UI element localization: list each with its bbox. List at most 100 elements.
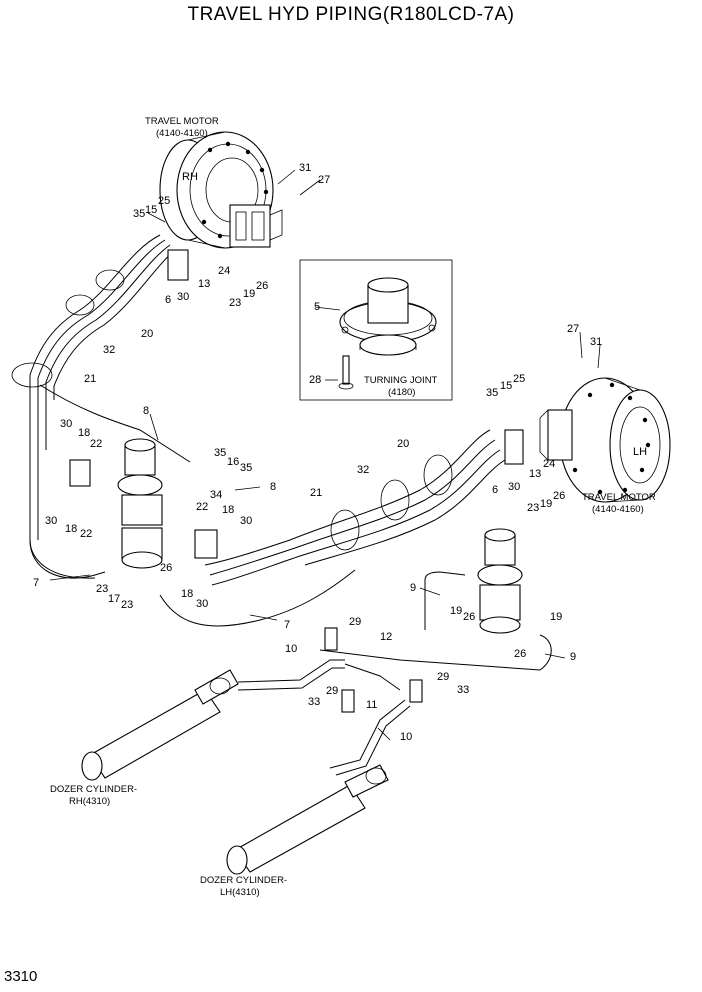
callout-9b: 9 — [570, 651, 576, 663]
callout-6b: 6 — [492, 484, 498, 496]
callout-22: 22 — [90, 438, 102, 450]
callout-15: 15 — [145, 204, 157, 216]
caption-travel-motor-rh-ref: (4140-4160) — [156, 128, 208, 139]
callout-30d: 30 — [240, 515, 252, 527]
hose-9b — [319, 634, 552, 671]
callout-8: 8 — [143, 405, 149, 417]
callout-35d: 35 — [486, 387, 498, 399]
caption-turning-joint-ref: (4180) — [388, 387, 415, 398]
dozer-cylinder-rh — [81, 669, 239, 781]
callout-5: 5 — [314, 301, 320, 313]
pipe-10-lower — [329, 699, 406, 769]
rh-mark: RH — [182, 171, 198, 183]
callout-35c: 35 — [240, 462, 252, 474]
hose-bundle-rh — [29, 234, 176, 579]
callout-30c: 30 — [45, 515, 57, 527]
page-number: 3310 — [4, 968, 38, 985]
caption-travel-motor-lh-ref: (4140-4160) — [592, 504, 644, 515]
callout-30e: 30 — [196, 598, 208, 610]
callout-13: 13 — [198, 278, 210, 290]
hose-7b — [159, 569, 356, 627]
caption-dozer-lh: DOZER CYLINDER- — [200, 875, 287, 886]
callout-33b: 33 — [457, 684, 469, 696]
callout-31: 31 — [299, 162, 311, 174]
callout-7: 7 — [33, 577, 39, 589]
callout-27: 27 — [318, 174, 330, 186]
callout-25b: 25 — [513, 373, 525, 385]
hose-9a — [424, 571, 466, 630]
callout-18b: 18 — [65, 523, 77, 535]
hose-bundle-lh — [204, 429, 506, 586]
callouts: 31 27 35 15 25 24 13 6 30 19 26 23 20 32… — [33, 162, 602, 743]
callout-30: 30 — [177, 291, 189, 303]
hose-7 — [29, 539, 106, 579]
callout-26c: 26 — [553, 490, 565, 502]
callout-24b: 24 — [543, 458, 555, 470]
callout-23c: 23 — [121, 599, 133, 611]
callout-8b: 8 — [270, 481, 276, 493]
callout-32b: 32 — [357, 464, 369, 476]
callout-18d: 18 — [181, 588, 193, 600]
callout-31b: 31 — [590, 336, 602, 348]
callout-13b: 13 — [529, 468, 541, 480]
callout-18: 18 — [78, 427, 90, 439]
caption-dozer-rh: DOZER CYLINDER- — [50, 784, 137, 795]
callout-33: 33 — [308, 696, 320, 708]
caption-travel-motor-rh: TRAVEL MOTOR — [145, 116, 219, 127]
callout-23: 23 — [229, 297, 241, 309]
callout-21b: 21 — [310, 487, 322, 499]
callout-22c: 22 — [196, 501, 208, 513]
callout-23d: 23 — [527, 502, 539, 514]
callout-16: 16 — [227, 456, 239, 468]
callout-10b: 10 — [400, 731, 412, 743]
callout-23b: 23 — [96, 583, 108, 595]
callout-24: 24 — [218, 265, 230, 277]
callout-20b: 20 — [397, 438, 409, 450]
callout-6: 6 — [165, 294, 171, 306]
pipe-12 — [344, 663, 401, 691]
pipe-10-upper — [237, 659, 345, 683]
callout-27b: 27 — [567, 323, 579, 335]
callout-20: 20 — [141, 328, 153, 340]
callout-35: 35 — [133, 208, 145, 220]
callout-26d: 26 — [463, 611, 475, 623]
callout-7b: 7 — [284, 619, 290, 631]
hose-8-upper — [39, 384, 191, 463]
callout-22b: 22 — [80, 528, 92, 540]
caption-dozer-rh-ref: RH(4310) — [69, 796, 110, 807]
callout-21: 21 — [84, 373, 96, 385]
callout-29: 29 — [349, 616, 361, 628]
callout-34: 34 — [210, 489, 222, 501]
callout-35b: 35 — [214, 447, 226, 459]
callout-15b: 15 — [500, 380, 512, 392]
callout-30b: 30 — [60, 418, 72, 430]
callout-26: 26 — [256, 280, 268, 292]
callout-9: 9 — [410, 582, 416, 594]
callout-18c: 18 — [222, 504, 234, 516]
callout-12: 12 — [380, 631, 392, 643]
bundle-rings — [11, 269, 453, 551]
callout-19c: 19 — [450, 605, 462, 617]
callout-17: 17 — [108, 593, 120, 605]
turning-joint-inset — [299, 259, 453, 401]
callout-19d: 19 — [550, 611, 562, 623]
callout-19: 19 — [243, 288, 255, 300]
caption-dozer-lh-ref: LH(4310) — [220, 887, 260, 898]
pipe-10-lower-b — [335, 705, 411, 776]
leader-lines — [49, 169, 601, 741]
lh-mark: LH — [633, 446, 647, 458]
callout-26b: 26 — [160, 562, 172, 574]
callout-19b: 19 — [540, 498, 552, 510]
travel-motor-lh — [539, 377, 671, 503]
dozer-cylinder-lh — [226, 764, 389, 875]
callout-11: 11 — [366, 699, 377, 711]
callout-25: 25 — [158, 195, 170, 207]
pipe-10-upper-b — [237, 667, 345, 691]
swivel-joint-center — [117, 438, 163, 569]
swivel-joint-right — [477, 528, 523, 634]
page-title: TRAVEL HYD PIPING(R180LCD-7A) — [187, 4, 515, 25]
callout-26e: 26 — [514, 648, 526, 660]
travel-motor-rh — [159, 131, 283, 249]
caption-travel-motor-lh: TRAVEL MOTOR — [582, 492, 656, 503]
